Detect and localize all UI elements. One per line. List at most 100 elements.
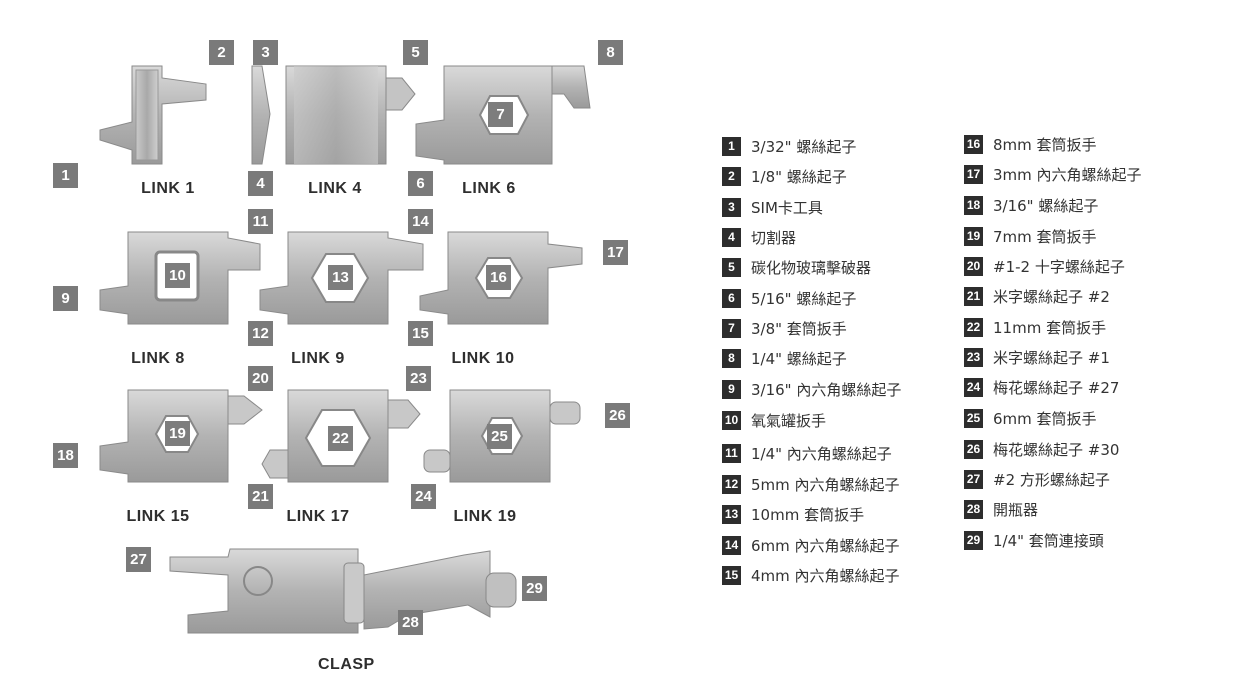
legend-number: 19 <box>964 227 983 246</box>
legend-number: 8 <box>722 349 741 368</box>
legend-text: 8mm 套筒扳手 <box>993 136 1097 154</box>
legend-item: 18 3/16" 螺絲起子 <box>964 195 1098 216</box>
legend-text: 10mm 套筒扳手 <box>751 506 865 524</box>
legend-number: 29 <box>964 531 983 550</box>
legend-text: 開瓶器 <box>993 501 1039 519</box>
part-badge: 19 <box>165 421 190 446</box>
legend-item: 10 氧氣罐扳手 <box>722 410 826 431</box>
legend-text: 1/4" 螺絲起子 <box>751 350 847 368</box>
part-badge: 14 <box>408 209 433 234</box>
legend-text: 7mm 套筒扳手 <box>993 228 1097 246</box>
legend-number: 1 <box>722 137 741 156</box>
part-badge: 29 <box>522 576 547 601</box>
legend-number: 20 <box>964 257 983 276</box>
legend-number: 23 <box>964 348 983 367</box>
legend-number: 22 <box>964 318 983 337</box>
legend-item: 20 #1-2 十字螺絲起子 <box>964 256 1125 277</box>
legend-number: 24 <box>964 378 983 397</box>
legend-number: 15 <box>722 566 741 585</box>
legend-item: 25 6mm 套筒扳手 <box>964 408 1097 429</box>
legend-text: 3/32" 螺絲起子 <box>751 138 857 156</box>
part-badge: 27 <box>126 547 151 572</box>
part-badge: 23 <box>406 366 431 391</box>
legend-number: 12 <box>722 475 741 494</box>
link-1-tool-image <box>99 65 207 165</box>
legend-number: 28 <box>964 500 983 519</box>
legend-item: 29 1/4" 套筒連接頭 <box>964 530 1104 551</box>
part-badge: 1 <box>53 163 78 188</box>
part-badge: 18 <box>53 443 78 468</box>
part-badge: 2 <box>209 40 234 65</box>
link-1-card: LINK 1 <box>98 64 238 197</box>
link-name: LINK 15 <box>126 508 190 525</box>
part-badge: 26 <box>605 403 630 428</box>
link-name: LINK 4 <box>308 180 362 197</box>
legend-text: SIM卡工具 <box>751 199 823 217</box>
legend-item: 3 SIM卡工具 <box>722 197 823 218</box>
legend-text: 6mm 套筒扳手 <box>993 410 1097 428</box>
part-badge: 21 <box>248 484 273 509</box>
legend-number: 18 <box>964 196 983 215</box>
link-name: LINK 6 <box>462 180 516 197</box>
legend-item: 17 3mm 內六角螺絲起子 <box>964 164 1142 185</box>
part-badge: 3 <box>253 40 278 65</box>
link-name: LINK 1 <box>141 180 195 197</box>
legend-number: 4 <box>722 228 741 247</box>
legend-item: 5 碳化物玻璃擊破器 <box>722 257 871 278</box>
legend-number: 11 <box>722 444 741 463</box>
legend-number: 13 <box>722 505 741 524</box>
legend-number: 6 <box>722 289 741 308</box>
legend-number: 27 <box>964 470 983 489</box>
part-badge: 24 <box>411 484 436 509</box>
legend-text: 梅花螺絲起子 #27 <box>993 379 1120 397</box>
legend-text: 3/16" 螺絲起子 <box>993 197 1099 215</box>
part-badge: 12 <box>248 321 273 346</box>
legend-number: 21 <box>964 287 983 306</box>
legend-text: 3mm 內六角螺絲起子 <box>993 166 1142 184</box>
legend-number: 5 <box>722 258 741 277</box>
legend-text: #2 方形螺絲起子 <box>993 471 1110 489</box>
legend-item: 28 開瓶器 <box>964 499 1038 520</box>
part-badge: 11 <box>248 209 273 234</box>
link-name: LINK 10 <box>451 350 515 367</box>
legend-text: 米字螺絲起子 #1 <box>993 349 1110 367</box>
legend-text: 6mm 內六角螺絲起子 <box>751 537 900 555</box>
clasp-tool-image <box>168 545 528 640</box>
part-badge: 20 <box>248 366 273 391</box>
legend-text: 氧氣罐扳手 <box>751 412 827 430</box>
link-name: LINK 17 <box>286 508 350 525</box>
legend-text: 3/16" 內六角螺絲起子 <box>751 381 902 399</box>
legend-item: 7 3/8" 套筒扳手 <box>722 318 847 339</box>
part-badge: 22 <box>328 426 353 451</box>
legend-item: 1 3/32" 螺絲起子 <box>722 136 856 157</box>
legend-number: 9 <box>722 380 741 399</box>
legend-text: 1/4" 套筒連接頭 <box>993 532 1104 550</box>
part-badge: 28 <box>398 610 423 635</box>
part-badge: 15 <box>408 321 433 346</box>
legend-number: 2 <box>722 167 741 186</box>
legend-number: 3 <box>722 198 741 217</box>
part-badge: 16 <box>486 265 511 290</box>
legend-text: 3/8" 套筒扳手 <box>751 320 847 338</box>
legend-number: 10 <box>722 411 741 430</box>
legend-item: 19 7mm 套筒扳手 <box>964 226 1097 247</box>
legend-number: 17 <box>964 165 983 184</box>
legend-text: #1-2 十字螺絲起子 <box>993 258 1125 276</box>
link-4-card: LINK 4 <box>250 64 416 197</box>
legend-item: 27 #2 方形螺絲起子 <box>964 469 1110 490</box>
part-badge: 10 <box>165 263 190 288</box>
legend-number: 25 <box>964 409 983 428</box>
part-badge: 13 <box>328 265 353 290</box>
legend-number: 7 <box>722 319 741 338</box>
part-badge: 6 <box>408 171 433 196</box>
part-badge: 7 <box>488 102 513 127</box>
legend-text: 碳化物玻璃擊破器 <box>751 259 872 277</box>
link-6-card: LINK 6 <box>414 64 591 197</box>
